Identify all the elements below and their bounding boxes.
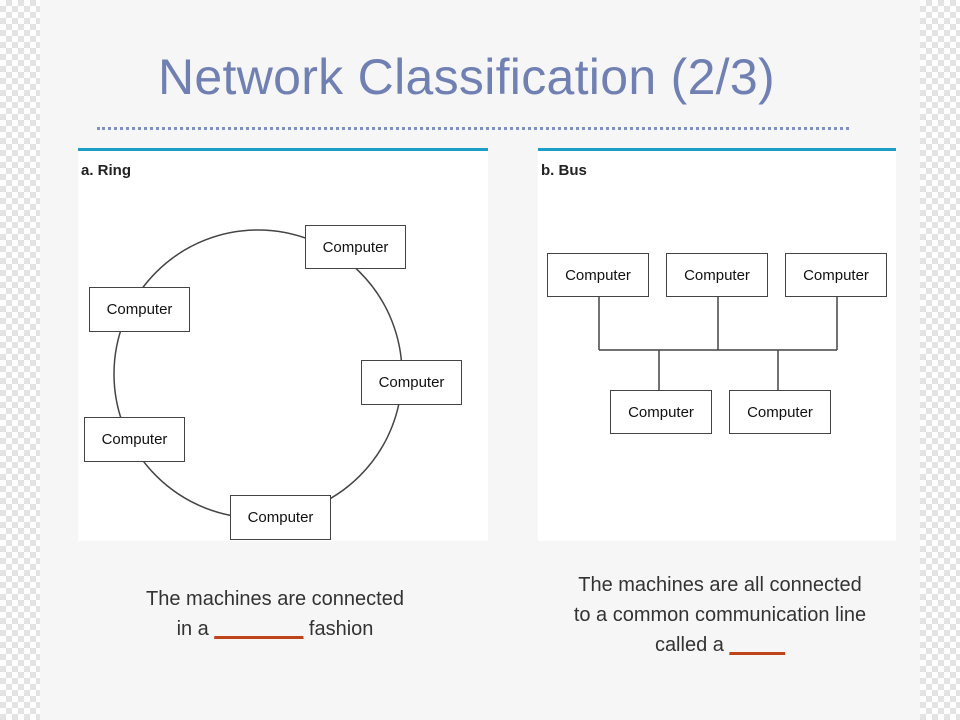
ring-computer-node: Computer <box>84 417 185 462</box>
title-divider <box>97 127 849 130</box>
bus-caption-line2: to a common communication line <box>573 604 867 626</box>
ring-caption-line1: The machines are connected <box>146 588 404 610</box>
ring-diagram: a. Ring Computer Computer Computer Compu… <box>78 148 488 541</box>
ring-circle <box>113 229 403 519</box>
ring-caption-blank: ________ <box>214 618 304 640</box>
ring-label: a. Ring <box>81 162 132 179</box>
bus-caption: The machines are all connected to a comm… <box>530 570 910 660</box>
bus-computer-node: Computer <box>729 390 831 434</box>
ring-caption-suffix: fashion <box>308 618 374 640</box>
bus-computer-node: Computer <box>610 390 712 434</box>
checker-border-right <box>920 0 960 720</box>
bus-computer-node: Computer <box>785 253 887 297</box>
checker-border-left <box>0 0 40 720</box>
ring-caption: The machines are connected in a ________… <box>110 584 440 644</box>
bus-line <box>598 297 838 390</box>
bus-caption-blank: _____ <box>729 634 786 656</box>
ring-computer-node: Computer <box>89 287 190 332</box>
bus-caption-prefix: called a <box>654 634 724 656</box>
ring-caption-line2: in a ________ fashion <box>110 614 440 644</box>
ring-computer-node: Computer <box>361 360 462 405</box>
bus-caption-line1: The machines are all connected <box>578 574 862 596</box>
bus-computer-node: Computer <box>547 253 649 297</box>
ring-computer-node: Computer <box>230 495 331 540</box>
bus-diagram: b. Bus Computer Computer Computer Comput… <box>538 148 896 541</box>
ring-computer-node: Computer <box>305 225 406 269</box>
bus-label: b. Bus <box>541 162 587 179</box>
bus-computer-node: Computer <box>666 253 768 297</box>
slide-title: Network Classification (2/3) <box>158 49 775 105</box>
bus-caption-line3: called a _____ <box>530 630 910 660</box>
slide: Network Classification (2/3) a. Ring Com… <box>40 0 920 720</box>
ring-caption-prefix: in a <box>176 618 209 640</box>
